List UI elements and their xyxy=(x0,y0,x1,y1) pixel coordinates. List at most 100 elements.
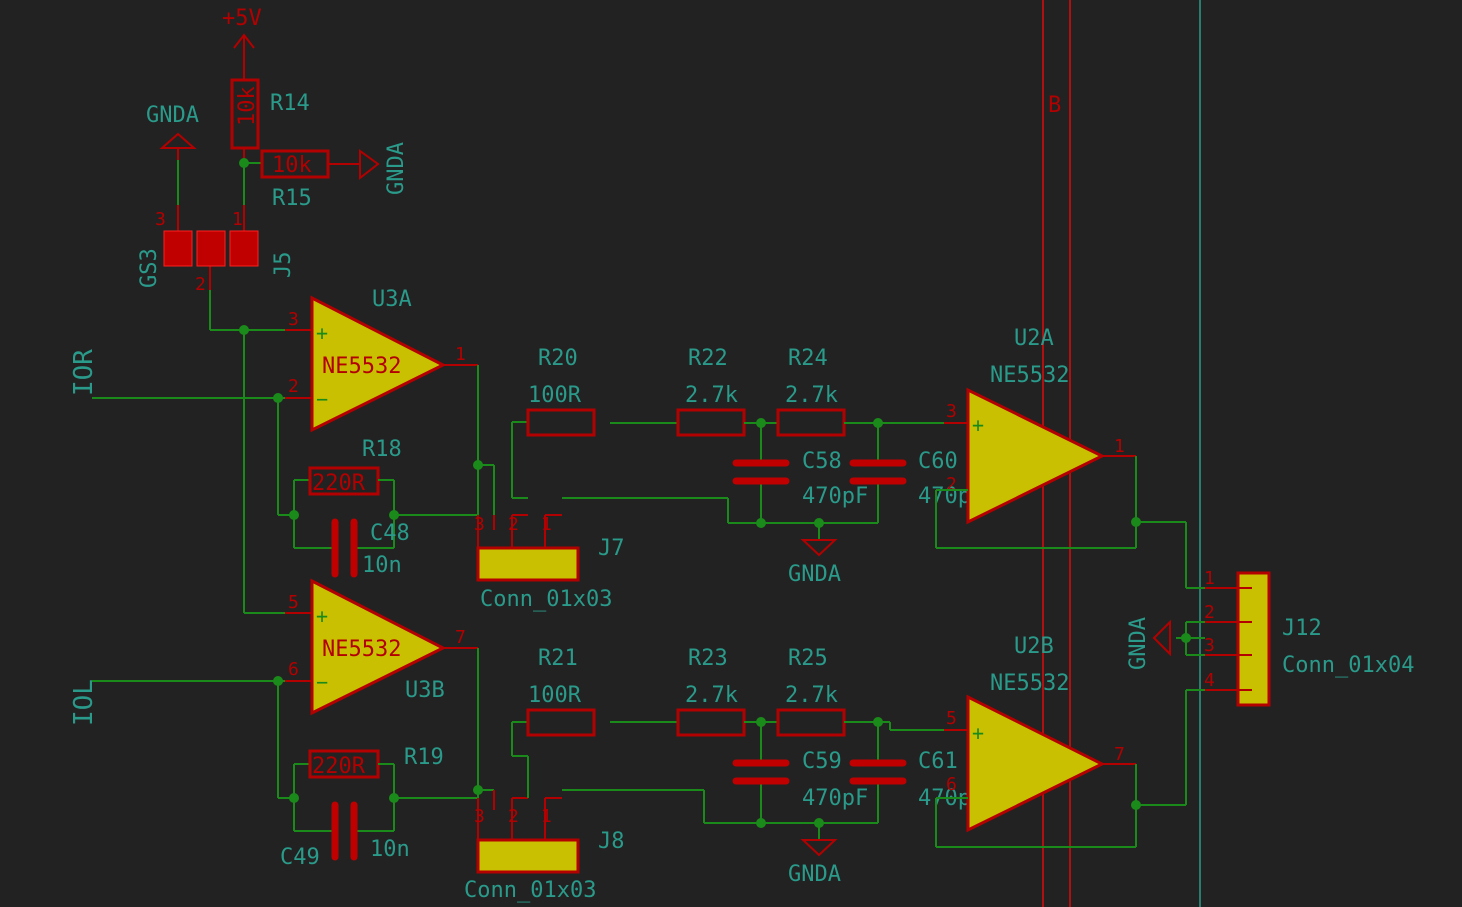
u3b-plus: + xyxy=(316,604,328,628)
capacitor-c49[interactable] xyxy=(331,801,358,861)
u2b-plus: + xyxy=(972,721,984,745)
resistor-r21[interactable] xyxy=(526,708,596,737)
r18-value: 220R xyxy=(312,471,366,496)
j5-value: GS3 xyxy=(137,248,162,288)
u3b-ref: U3B xyxy=(405,678,445,703)
gnda-symbol-j12[interactable] xyxy=(1152,619,1171,657)
j7-pin3: 3 xyxy=(474,514,485,535)
connector-j7[interactable] xyxy=(476,514,580,582)
net-label-iol[interactable]: IOL xyxy=(69,679,99,726)
u2a-pin2: 2 xyxy=(946,474,957,495)
r21-ref: R21 xyxy=(538,646,578,671)
r19-value: 220R xyxy=(312,754,366,779)
r25-ref: R25 xyxy=(788,646,828,671)
capacitor-c60[interactable] xyxy=(849,459,907,485)
capacitor-c58[interactable] xyxy=(732,459,790,485)
u3b-minus: − xyxy=(316,670,328,694)
junction xyxy=(756,818,766,828)
u2a-plus: + xyxy=(972,413,984,437)
gnda-symbol-j5[interactable] xyxy=(159,132,197,160)
c58-ref: C58 xyxy=(802,449,842,474)
connector-j12[interactable] xyxy=(1205,571,1271,707)
c59-ref: C59 xyxy=(802,749,842,774)
r22-ref: R22 xyxy=(688,346,728,371)
capacitor-c61[interactable] xyxy=(849,759,907,785)
j8-pin1: 1 xyxy=(541,806,552,827)
u3a-plus: + xyxy=(316,321,328,345)
j8-pin2: 2 xyxy=(508,806,519,827)
jumper-j5[interactable] xyxy=(163,205,259,290)
resistor-r23[interactable] xyxy=(676,708,746,737)
u3b-pin7: 7 xyxy=(455,627,466,648)
r20-ref: R20 xyxy=(538,346,578,371)
opamp-u3b[interactable] xyxy=(285,578,478,716)
j8-pin3: 3 xyxy=(474,806,485,827)
u2b-ref: U2B xyxy=(1014,634,1054,659)
net-label-ior[interactable]: IOR xyxy=(69,349,99,396)
c60-ref: C60 xyxy=(918,449,958,474)
u3a-minus: − xyxy=(316,387,328,411)
j12-ref: J12 xyxy=(1282,616,1322,641)
j8-ref: J8 xyxy=(598,829,625,854)
r14-value: 10k xyxy=(235,86,260,126)
u3b-value: NE5532 xyxy=(322,637,401,662)
gnda-symbol-top[interactable] xyxy=(800,539,838,557)
resistor-r20[interactable] xyxy=(526,408,596,437)
r18-ref: R18 xyxy=(362,437,402,462)
u3b-pin5: 5 xyxy=(288,592,299,613)
gnda-label-j12: GNDA xyxy=(1126,617,1151,670)
u3a-pin2: 2 xyxy=(288,376,299,397)
u2b-pin6: 6 xyxy=(946,774,957,795)
power-vcc-symbol[interactable] xyxy=(233,33,255,80)
r24-value: 2.7k xyxy=(785,383,838,408)
resistor-r22[interactable] xyxy=(676,408,746,437)
capacitor-c59[interactable] xyxy=(732,759,790,785)
opamp-u2b[interactable] xyxy=(944,694,1136,833)
u3a-pin1: 1 xyxy=(455,344,466,365)
c48-value: 10n xyxy=(362,553,402,578)
r21-value: 100R xyxy=(528,683,582,708)
r14-ref: R14 xyxy=(270,91,310,116)
junction xyxy=(1181,633,1191,643)
opamp-u3a[interactable] xyxy=(285,295,478,433)
u3a-pin3: 3 xyxy=(288,309,299,330)
junction xyxy=(289,510,299,520)
r25-value: 2.7k xyxy=(785,683,838,708)
gnda-symbol-bottom[interactable] xyxy=(800,839,838,857)
u2a-ref: U2A xyxy=(1014,326,1054,351)
c49-ref: C49 xyxy=(280,845,320,870)
c48-ref: C48 xyxy=(370,521,410,546)
r23-value: 2.7k xyxy=(685,683,738,708)
j8-value: Conn_01x03 xyxy=(464,878,596,903)
u2b-value: NE5532 xyxy=(990,671,1069,696)
r23-ref: R23 xyxy=(688,646,728,671)
j5-pin2: 2 xyxy=(195,274,206,295)
r22-value: 2.7k xyxy=(685,383,738,408)
u2a-pin3: 3 xyxy=(946,401,957,422)
j12-pin1: 1 xyxy=(1204,568,1215,589)
u3a-value: NE5532 xyxy=(322,354,401,379)
j5-ref: J5 xyxy=(271,252,296,279)
j7-pin2: 2 xyxy=(508,514,519,535)
j12-pin3: 3 xyxy=(1204,635,1215,656)
j12-value: Conn_01x04 xyxy=(1282,653,1414,678)
gnda-symbol-r15[interactable] xyxy=(359,149,380,181)
j7-ref: J7 xyxy=(598,536,625,561)
j5-pin3: 3 xyxy=(155,209,166,230)
bus-label: B xyxy=(1048,93,1061,118)
resistor-r25[interactable] xyxy=(776,708,846,737)
u3b-pin6: 6 xyxy=(288,659,299,680)
u2b-pin7: 7 xyxy=(1114,744,1125,765)
u2b-pin5: 5 xyxy=(946,708,957,729)
j12-pin2: 2 xyxy=(1204,602,1215,623)
capacitor-c48[interactable] xyxy=(331,518,358,578)
j7-value: Conn_01x03 xyxy=(480,587,612,612)
junction xyxy=(756,518,766,528)
connector-j8[interactable] xyxy=(476,790,580,874)
gnda-label-r15: GNDA xyxy=(384,142,409,195)
resistor-r24[interactable] xyxy=(776,408,846,437)
c61-ref: C61 xyxy=(918,749,958,774)
opamp-u2a[interactable] xyxy=(944,387,1136,525)
u3a-ref: U3A xyxy=(372,287,412,312)
r20-value: 100R xyxy=(528,383,582,408)
